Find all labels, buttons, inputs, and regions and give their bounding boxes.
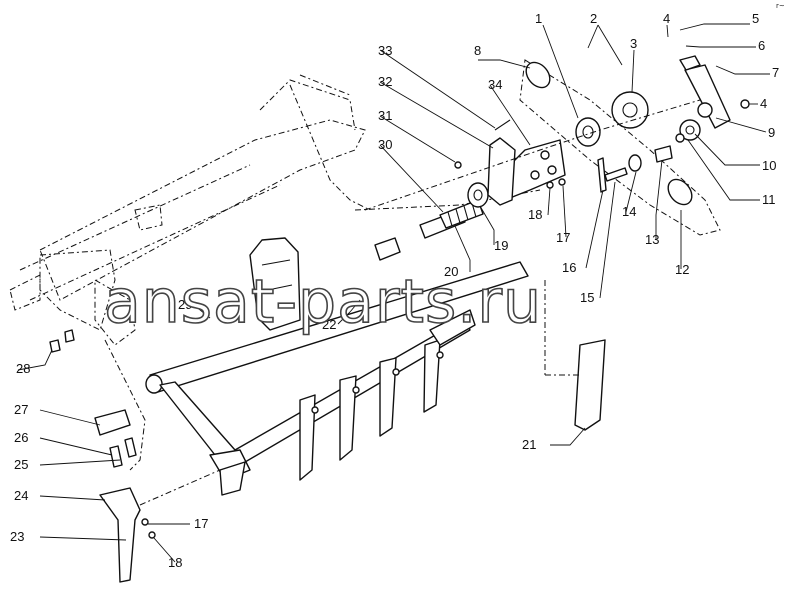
callout-24: 24 [14, 488, 28, 503]
callout-29: 29 [178, 297, 192, 312]
callout-4-top: 4 [663, 11, 670, 26]
callout-27: 27 [14, 402, 28, 417]
callout-20: 20 [444, 264, 458, 279]
callout-14: 14 [622, 204, 636, 219]
callout-13: 13 [645, 232, 659, 247]
callout-22: 22 [322, 317, 336, 332]
watermark-text: ansat-parts.ru [104, 267, 542, 337]
callout-19: 19 [494, 238, 508, 253]
callout-15: 15 [580, 290, 594, 305]
callout-9: 9 [768, 125, 775, 140]
callout-10: 10 [762, 158, 776, 173]
callout-32: 32 [378, 74, 392, 89]
callout-17-left: 17 [194, 516, 208, 531]
callout-21: 21 [522, 437, 536, 452]
callout-33: 33 [378, 43, 392, 58]
callout-numbers: 1 2 3 4 5 6 7 4 9 8 10 11 12 13 14 15 16… [10, 11, 779, 570]
callout-1: 1 [535, 11, 542, 26]
callout-2: 2 [590, 11, 597, 26]
callout-26: 26 [14, 430, 28, 445]
tine-21 [544, 280, 606, 431]
callout-12: 12 [675, 262, 689, 277]
callout-11: 11 [762, 192, 776, 207]
callout-31: 31 [378, 108, 392, 123]
callout-3: 3 [630, 36, 637, 51]
callout-23: 23 [10, 529, 24, 544]
drive-assembly [364, 55, 750, 239]
tine-23 [99, 469, 221, 583]
callout-34: 34 [488, 77, 502, 92]
callout-28: 28 [16, 361, 30, 376]
callout-17-right: 17 [556, 230, 570, 245]
leader-lines [17, 23, 770, 563]
main-shaft [145, 237, 529, 394]
frame-beam [9, 74, 541, 471]
callout-18-right: 18 [528, 207, 542, 222]
rake-bar [159, 309, 476, 496]
corner-mark: r~ [776, 2, 785, 10]
callout-18-left: 18 [168, 555, 182, 570]
callout-5: 5 [752, 11, 759, 26]
callout-8: 8 [474, 43, 481, 58]
callout-6: 6 [758, 38, 765, 53]
callout-25: 25 [14, 457, 28, 472]
callout-7: 7 [772, 65, 779, 80]
callout-16: 16 [562, 260, 576, 275]
callout-4-right: 4 [760, 96, 767, 111]
callout-30: 30 [378, 137, 392, 152]
clamp-parts [49, 329, 137, 468]
